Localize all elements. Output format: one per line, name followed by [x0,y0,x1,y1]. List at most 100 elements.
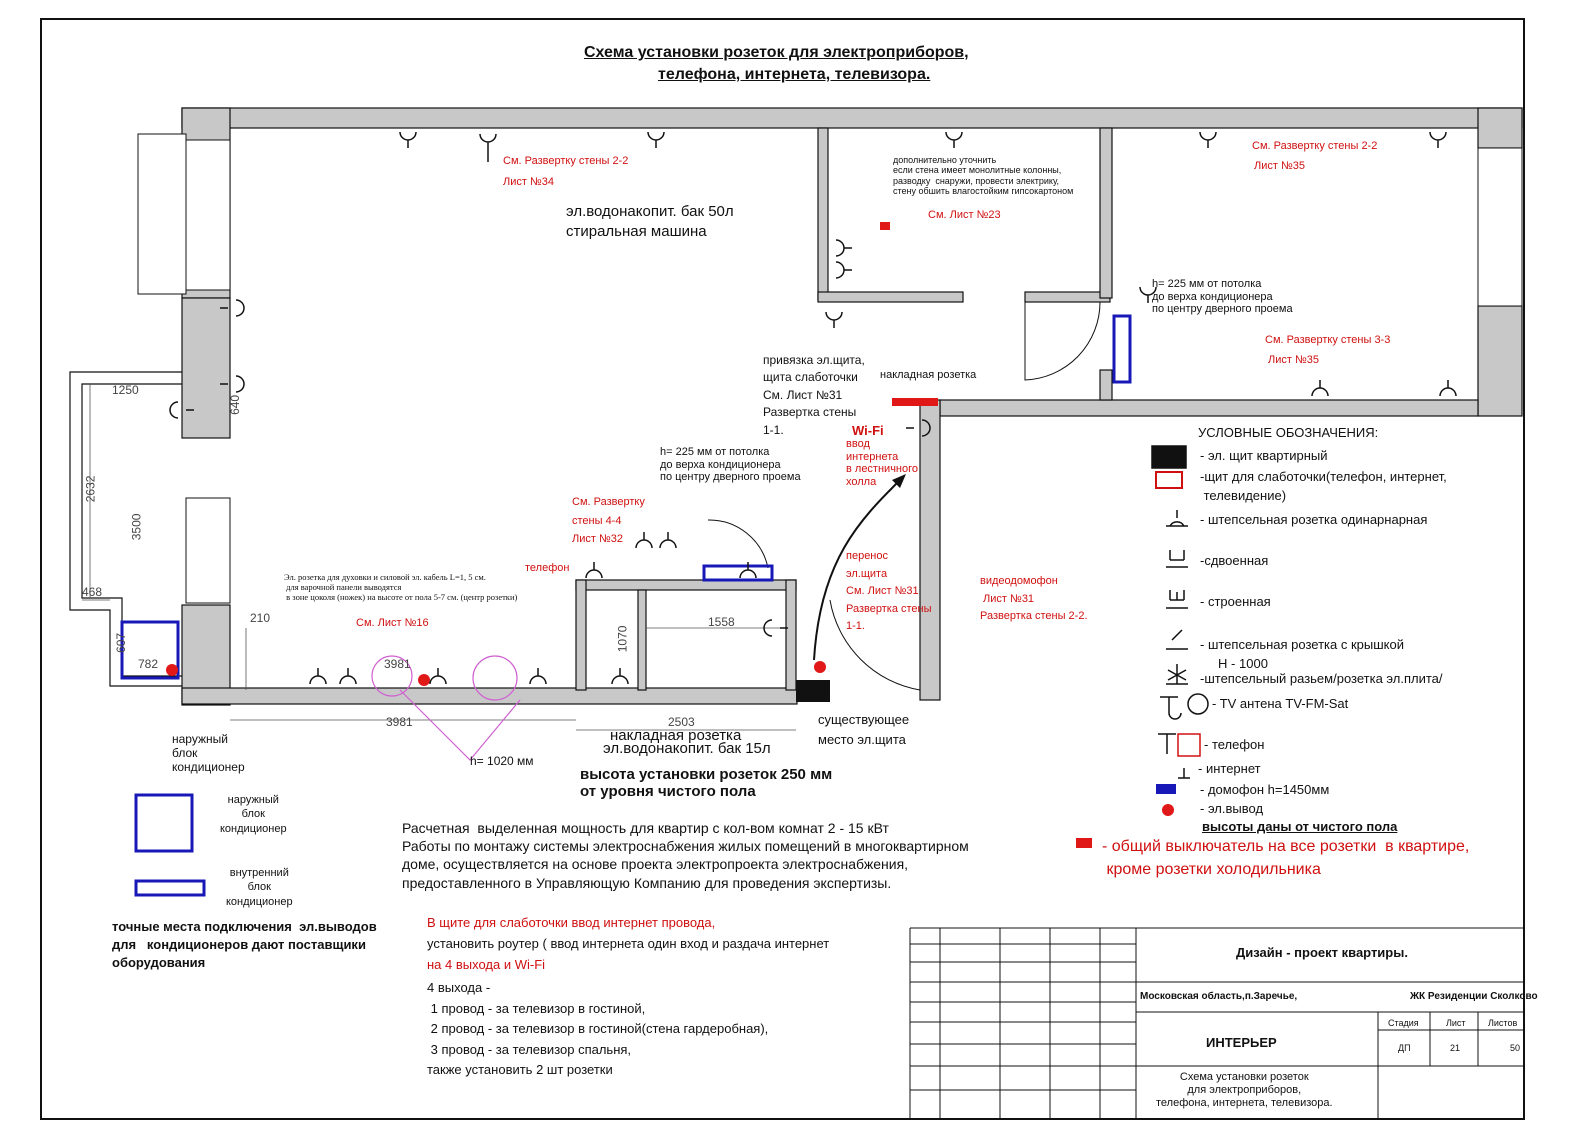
wall-right-bottom [1477,305,1523,417]
ac-indoor-kitchen [702,564,774,582]
legend-phone-icon [1158,733,1176,754]
wall-bath-bottom [817,291,964,303]
window-frame-left-top [185,139,231,291]
existing-panel [796,680,830,702]
dim-3500: 3500 [129,513,144,541]
legend-item-stove: -штепсельный разьем/розетка эл.плита/ [1200,671,1443,686]
dim-1070: 1070 [615,625,630,653]
note-list34: Лист №34 [503,176,554,188]
legend-switch-mark [1076,838,1092,848]
tb-sheets: 50 [1510,1043,1521,1053]
legend-socket-triple-icon [1166,590,1188,609]
door-entry [829,599,921,691]
dim-782: 782 [138,657,159,671]
wall-bath-left [817,127,829,301]
note-perenos: перенос эл.щита См. Лист №31 Развертка с… [846,550,932,633]
wall-bath-right [1099,127,1113,299]
legend-item-internet: - интернет [1198,761,1261,776]
ac-indoor-right [1112,314,1132,384]
door-bath [1024,301,1101,381]
door-kitchen [707,519,769,569]
legend-socket-single-icon [1166,510,1188,527]
tb-sheets-hdr: Листов [1488,1018,1518,1028]
note-razv-22-l34: См. Развертку стены 2-2 [503,155,629,167]
tb-complex: ЖК Резиденции Сколково [1410,991,1538,1002]
legend-intercom-icon [1156,784,1176,794]
legend-title: УСЛОВНЫЕ ОБОЗНАЧЕНИЯ: [1198,425,1379,440]
wall-kitchen-mid [637,589,647,691]
router-rest: 4 выхода - 1 провод - за телевизор в гос… [427,980,769,1078]
pink-mark-1 [371,655,413,697]
note-h1020: h= 1020 мм [470,754,534,768]
ac-outdoor-legend [134,793,194,853]
note-nakladnaya-top: накладная розетка [880,369,977,381]
note-videodomofon: видеодомофон Лист №31 Развертка стены 2-… [980,575,1088,623]
dim-2632: 2632 [83,475,98,503]
entry-arrowhead [892,474,906,488]
dim-1250: 1250 [112,383,139,397]
balcony-outline [69,371,182,687]
balcony-inner [81,383,182,677]
note-naruzh-blok: наружный блок кондиционер [172,732,245,774]
wall-kitchen-left [575,579,587,691]
note-h225-mid: h= 225 мм от потолка до верха кондиционе… [660,446,801,484]
legend-item-socket-cover: - штепсельная розетка с крышкой H - 1000 [1200,637,1404,671]
legend-item-socket-single: - штепсельная розетка одинарнарная [1200,512,1428,527]
tb-sheet: 21 [1450,1043,1461,1053]
note-razv-33: См. Развертку стены 3-3 [1265,334,1391,346]
ac-indoor-label: внутренний блок кондиционер [226,867,293,908]
legend-item-lowcurrent: -щит для слаботочки(телефон, интернет, т… [1200,469,1447,503]
note-vysota: высота установки розеток 250 мм от уровн… [580,766,833,801]
tb-section: ИНТЕРЬЕР [1206,1035,1277,1050]
tb-sheet-hdr: Лист [1446,1018,1466,1028]
note-wifi: Wi-Fi [852,423,884,438]
dim-2503: 2503 [668,715,695,729]
wall-top [181,107,1523,129]
drawing-frame [40,18,1525,1120]
power-text: Расчетная выделенная мощность для кварти… [402,820,969,891]
dim-210: 210 [250,611,271,625]
window-right [1477,147,1523,307]
note-washer: стиральная машина [566,223,707,240]
tb-location: Московская область,п.Заречье, [1140,991,1298,1002]
dim-468: 468 [82,585,103,599]
red-mark-bath [880,222,890,230]
note-privyazka: привязка эл.щита, щита слаботочки См. Ли… [763,353,865,437]
legend-tv-circle-icon [1187,693,1209,715]
router-line3: на 4 выхода и Wi-Fi [427,957,546,972]
socket-row-top [399,131,1447,328]
legend-item-panel: - эл. щит квартирный [1200,448,1328,463]
page-title-line1: Схема установки розеток для электроприбо… [584,44,969,61]
tb-stage: ДП [1398,1043,1411,1053]
note-h225-right: h= 225 мм от потолка до верха кондиционе… [1152,278,1293,316]
dim-607: 607 [114,632,129,653]
wall-left-mid [181,297,231,439]
tb-stage-hdr: Стадия [1388,1018,1419,1028]
note-utochnit: дополнительно уточнить если стена имеет … [893,155,1074,197]
el-outlet-balcony [166,664,178,676]
overlay-outlet-red [892,398,938,406]
wall-bottom [181,687,798,705]
legend-socket-double-icon [1166,550,1188,568]
legend-item-outlet: - эл.вывод [1200,801,1264,816]
note-vvod-internet: ввод интернета в лестничного холла [846,438,919,488]
note-razv-44: См. Развертку стены 4-4 Лист №32 [572,496,645,546]
legend-item-socket-double: -сдвоенная [1200,553,1269,568]
legend-panel-icon [1151,445,1187,469]
page-title-line2: телефона, интернета, телевизора. [658,66,931,83]
wall-bath-bottom-right [1024,291,1111,303]
note-sushch: существующее место эл.щита [818,712,910,747]
dim-640: 640 [228,394,243,415]
wall-kitchen-right [785,579,797,691]
socket-row-bottom [309,380,1457,685]
legend-tv-icon [1160,696,1182,720]
wall-right-top [1477,107,1523,149]
legend-item-socket-triple: - строенная [1200,594,1271,609]
note-list16: См. Лист №16 [356,617,429,629]
ac-suppliers-note: точные места подключения эл.выводов для … [112,919,377,971]
note-telefon: телефон [525,562,570,574]
wall-bath-right-low [1099,369,1113,401]
legend-item-intercom: - домофон h=1450мм [1200,782,1330,797]
note-boiler50: эл.водонакопит. бак 50л [566,203,734,220]
